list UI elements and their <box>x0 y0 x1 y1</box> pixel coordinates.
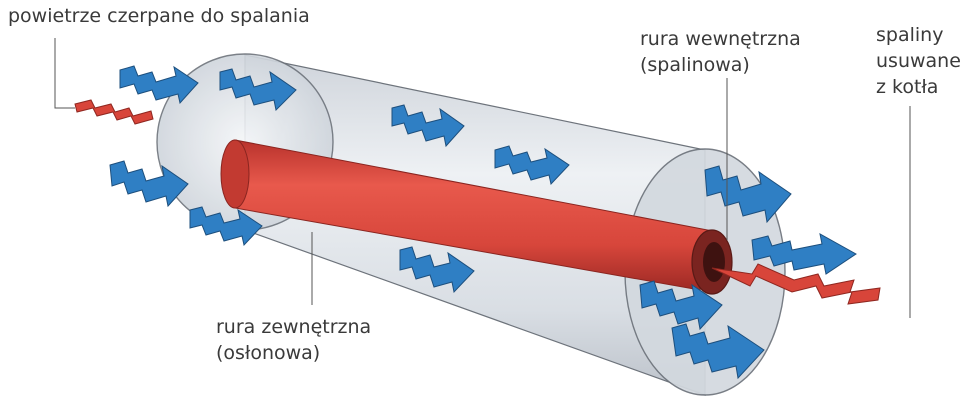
blue-ribbon-arrow-icon <box>399 246 475 294</box>
label-outer-pipe-line1: rura zewnętrzna <box>216 316 372 338</box>
blue-ribbon-arrow-icon <box>494 145 570 186</box>
exhaust-ribbons <box>74 99 881 305</box>
blue-ribbon-arrow-icon <box>671 323 765 380</box>
label-exhaust-line1: spaliny <box>876 24 944 46</box>
label-outer-pipe: rura zewnętrzna (osłonowa) <box>216 314 371 366</box>
label-exhaust: spaliny usuwane z kotła <box>876 22 961 100</box>
blue-ribbon-arrow-icon <box>639 280 723 331</box>
label-intake-air: powietrze czerpane do spalania <box>8 3 310 29</box>
label-outer-pipe-line2: (osłonowa) <box>216 342 321 364</box>
label-inner-pipe-line1: rura wewnętrzna <box>640 28 801 50</box>
red-ribbon-icon <box>74 99 154 125</box>
blue-ribbon-arrow-icon <box>751 233 857 275</box>
blue-ribbon-arrow-icon <box>189 206 263 247</box>
blue-ribbon-arrow-icon <box>109 160 189 208</box>
air-flow-arrows <box>109 65 857 380</box>
leader-lines <box>54 38 911 318</box>
red-ribbon-icon <box>711 263 881 305</box>
blue-ribbon-arrow-icon <box>391 104 465 148</box>
label-intake-air-text: powietrze czerpane do spalania <box>8 5 310 27</box>
label-exhaust-line3: z kotła <box>876 76 939 98</box>
blue-ribbon-arrow-icon <box>219 68 297 112</box>
inner-pipe <box>220 139 733 295</box>
blue-ribbon-arrow-icon <box>119 65 199 105</box>
label-inner-pipe-line2: (spalinowa) <box>640 54 750 76</box>
label-exhaust-line2: usuwane <box>876 50 961 72</box>
label-inner-pipe: rura wewnętrzna (spalinowa) <box>640 26 801 78</box>
leader-intake-air <box>54 38 75 109</box>
